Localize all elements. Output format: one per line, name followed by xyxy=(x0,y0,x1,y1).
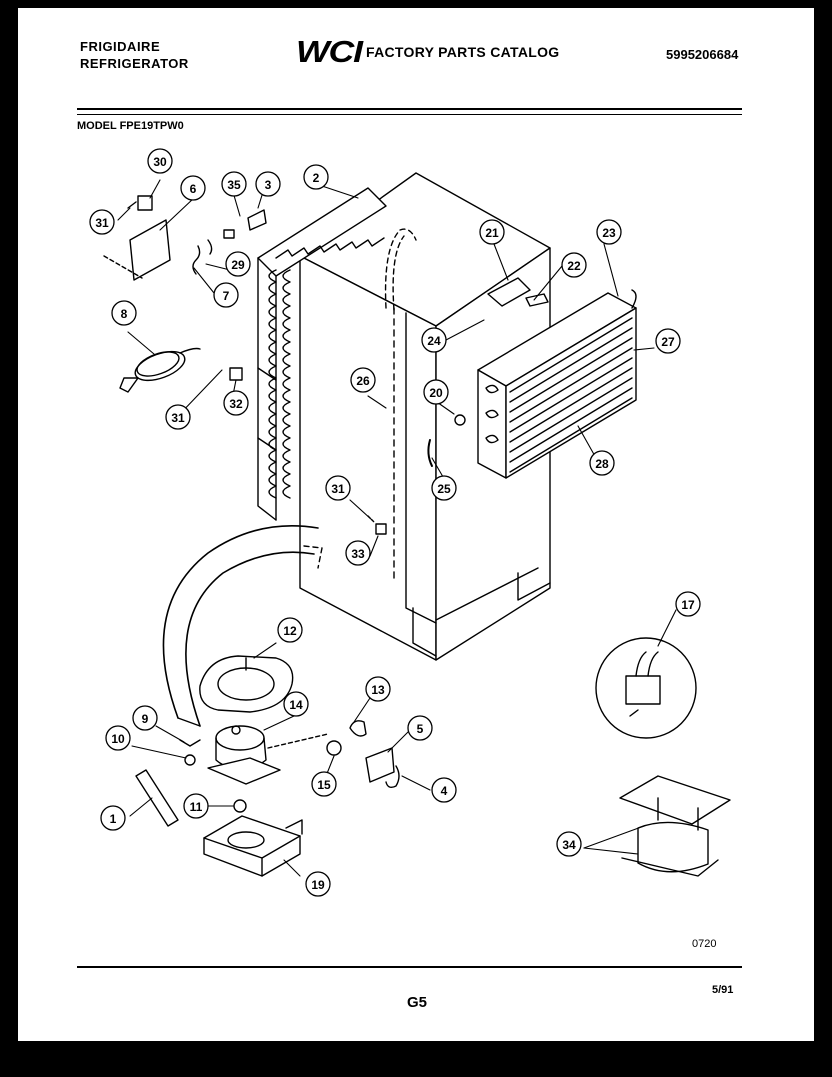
diagram-code: 0720 xyxy=(692,938,717,950)
condenser-coil xyxy=(257,187,387,521)
callout-bubble xyxy=(303,164,329,190)
callout-bubble xyxy=(325,475,351,501)
callout-number: 26 xyxy=(356,374,370,388)
callout-bubble xyxy=(311,771,337,797)
assembly-arrow xyxy=(162,525,323,727)
callout-number: 30 xyxy=(153,155,167,169)
brand-name: FRIGIDAIRE xyxy=(80,39,161,54)
header-rule-thin xyxy=(77,114,742,115)
page-number: G5 xyxy=(407,994,428,1011)
callout-number: 4 xyxy=(441,784,448,798)
callout-bubble xyxy=(105,725,131,751)
callout-number: 28 xyxy=(595,457,609,471)
callout-number: 6 xyxy=(190,182,197,196)
alternate-compressor xyxy=(619,775,731,877)
callout-bubble xyxy=(556,831,582,857)
callout-bubble xyxy=(589,450,615,476)
compressor xyxy=(207,725,329,785)
callout-number: 9 xyxy=(142,712,149,726)
callout-number: 19 xyxy=(311,878,325,892)
callout-number: 1 xyxy=(110,812,117,826)
callout-number: 33 xyxy=(351,547,365,561)
callout-bubble xyxy=(283,691,309,717)
callout-bubble xyxy=(350,367,376,393)
catalog-part-number: 5995206684 xyxy=(666,47,739,62)
callout-number: 24 xyxy=(427,334,441,348)
callout-number: 17 xyxy=(681,598,695,612)
callout-bubble xyxy=(180,175,206,201)
parts-diagram-sheet: FRIGIDAIRE REFRIGERATOR WCI FACTORY PART… xyxy=(18,8,814,1041)
callout-bubble xyxy=(132,705,158,731)
callout-number: 31 xyxy=(331,482,345,496)
callout-number: 10 xyxy=(111,732,125,746)
callout-bubble xyxy=(255,171,281,197)
header-rule xyxy=(77,108,742,110)
wci-logo: WCI xyxy=(296,34,363,69)
callout-bubble xyxy=(277,617,303,643)
callout-number: 35 xyxy=(227,178,241,192)
callout-number: 12 xyxy=(283,624,297,638)
callout-number: 14 xyxy=(289,698,303,712)
callout-number: 5 xyxy=(417,722,424,736)
callout-bubble xyxy=(479,219,505,245)
drain-pan xyxy=(199,655,294,713)
callout-number: 31 xyxy=(171,411,185,425)
exploded-view-diagram: 1234567891011121314151719202122232425262… xyxy=(89,148,731,897)
power-cord xyxy=(119,347,201,393)
callout-bubble xyxy=(225,251,251,277)
part-callouts: 1234567891011121314151719202122232425262… xyxy=(89,148,701,897)
detail-view-17 xyxy=(595,637,697,739)
callout-bubble xyxy=(561,252,587,278)
callout-bubble xyxy=(165,404,191,430)
callout-bubble xyxy=(431,777,457,803)
catalog-title: FACTORY PARTS CATALOG xyxy=(366,44,560,60)
callout-bubble xyxy=(213,282,239,308)
callout-bubble xyxy=(305,871,331,897)
callout-bubble xyxy=(223,390,249,416)
callout-number: 11 xyxy=(190,800,203,814)
callout-bubble xyxy=(183,793,209,819)
evaporator-coil xyxy=(477,289,637,479)
callout-bubble xyxy=(423,379,449,405)
callout-bubble xyxy=(431,475,457,501)
callout-bubble xyxy=(89,209,115,235)
callout-bubble xyxy=(147,148,173,174)
callout-number: 32 xyxy=(229,397,243,411)
relay-parts xyxy=(179,720,400,813)
callout-bubble xyxy=(345,540,371,566)
callout-number: 23 xyxy=(602,226,616,240)
base-tray xyxy=(203,815,303,877)
callout-number: 27 xyxy=(661,335,675,349)
control-parts xyxy=(103,195,267,381)
callout-bubble xyxy=(221,171,247,197)
callout-number: 29 xyxy=(231,258,245,272)
callout-bubble xyxy=(596,219,622,245)
callout-number: 21 xyxy=(485,226,499,240)
callout-number: 2 xyxy=(313,171,320,185)
revision-date: 5/91 xyxy=(712,984,734,996)
callout-number: 7 xyxy=(223,289,230,303)
callout-number: 34 xyxy=(562,838,576,852)
callout-bubble xyxy=(365,676,391,702)
callout-bubble xyxy=(655,328,681,354)
callout-number: 8 xyxy=(121,307,128,321)
callout-number: 3 xyxy=(265,178,272,192)
callout-bubble xyxy=(111,300,137,326)
callout-number: 20 xyxy=(429,386,443,400)
callout-number: 15 xyxy=(317,778,331,792)
callout-number: 31 xyxy=(95,216,109,230)
mounting-bracket xyxy=(135,769,179,827)
callout-bubble xyxy=(100,805,126,831)
callout-bubble xyxy=(675,591,701,617)
callout-bubble xyxy=(407,715,433,741)
callout-number: 22 xyxy=(567,259,581,273)
callout-bubble xyxy=(421,327,447,353)
footer-rule xyxy=(77,966,742,968)
model-number: MODEL FPE19TPW0 xyxy=(77,120,184,132)
callout-number: 25 xyxy=(437,482,451,496)
callout-number: 13 xyxy=(371,683,385,697)
product-type: REFRIGERATOR xyxy=(80,56,189,71)
